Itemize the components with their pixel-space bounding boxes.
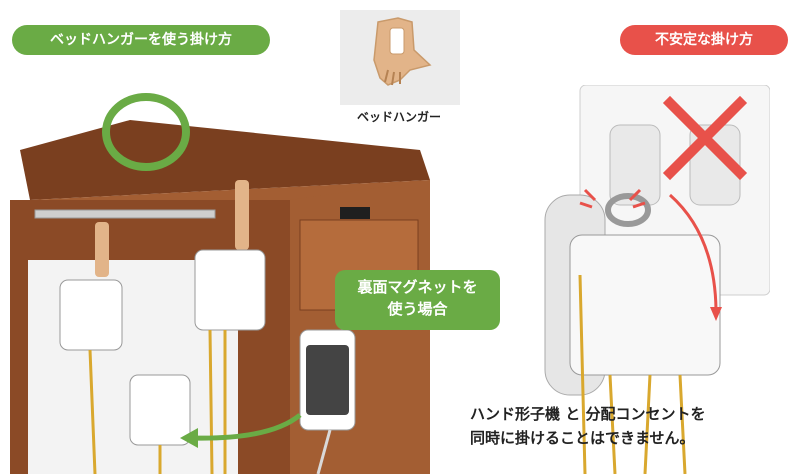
warning-line1: ハンド形子機 と 分配コンセントを (470, 405, 706, 423)
bed-hanger-caption: ベッドハンガー (357, 110, 442, 124)
magnet-callout-line2: 使う場合 (387, 300, 448, 318)
unstable-scene (544, 85, 770, 474)
green-circle-icon (102, 93, 190, 171)
correct-method-label: ベッドハンガーを使う掛け方 (12, 25, 270, 55)
magnet-callout-line1: 裏面マグネットを (357, 278, 478, 296)
incorrect-method-label: 不安定な掛け方 (620, 25, 788, 55)
warning-line2: 同時に掛けることはできません。 (470, 429, 695, 447)
red-cross-icon (662, 95, 748, 181)
bed-hanger-illustration (340, 10, 460, 105)
warning-text: ハンド形子機 と 分配コンセントを 同時に掛けることはできません。 (470, 402, 790, 450)
magnet-callout: 裏面マグネットを 使う場合 (335, 270, 500, 330)
